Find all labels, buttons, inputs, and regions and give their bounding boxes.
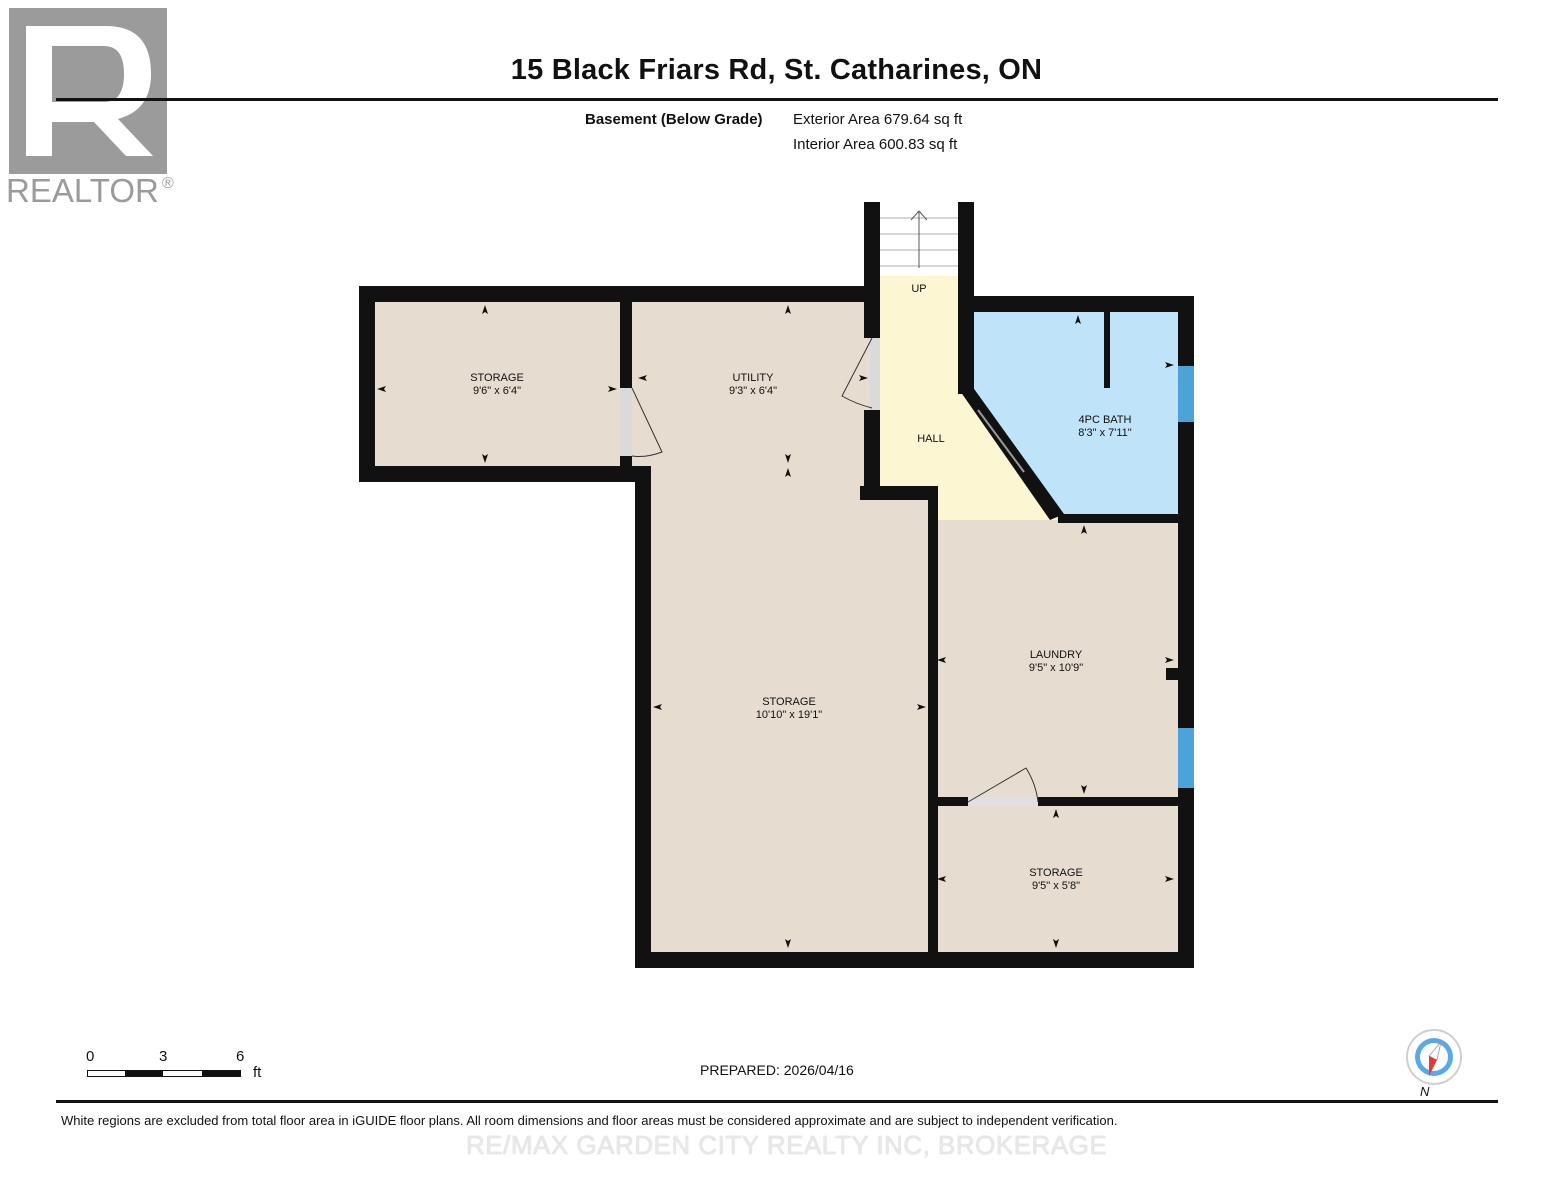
scale-tick-0: 0 <box>86 1048 95 1065</box>
room-storage-se: STORAGE 9'5" x 5'8" <box>996 867 1116 893</box>
walls <box>359 202 1194 968</box>
prepared-date: PREPARED: 2026/04/16 <box>700 1062 854 1078</box>
room-name: UTILITY <box>732 372 774 384</box>
interior-area: Interior Area 600.83 sq ft <box>793 136 958 153</box>
room-name: STORAGE <box>762 696 816 708</box>
room-laundry: LAUNDRY 9'5" x 10'9" <box>996 649 1116 675</box>
storage-main-fill <box>643 466 931 960</box>
room-name: HALL <box>917 433 945 445</box>
header-rule <box>56 98 1498 101</box>
room-dimensions: 9'5" x 5'8" <box>1031 880 1081 892</box>
floor-name: Basement (Below Grade) <box>585 111 763 128</box>
room-dimensions: 9'6" x 6'4" <box>472 385 522 397</box>
compass-needle-arrow <box>1429 1056 1437 1076</box>
room-name: STORAGE <box>1029 867 1083 879</box>
scale-bar: 0 3 6 ft <box>80 1046 280 1086</box>
storage-nw-fill <box>368 294 620 472</box>
room-utility: UTILITY 9'3" x 6'4" <box>693 372 813 398</box>
property-address: 15 Black Friars Rd, St. Catharines, ON <box>510 54 1043 86</box>
room-dimensions: 9'3" x 6'4" <box>728 385 778 397</box>
room-dimensions: 9'5" x 10'9" <box>1028 662 1084 674</box>
scale-tick-3: 3 <box>159 1048 168 1065</box>
utility-fill <box>628 294 873 466</box>
stairs-up-label: UP <box>911 283 927 295</box>
compass: N <box>1403 1028 1467 1102</box>
window-laundry <box>1178 728 1194 788</box>
scale-tick-6: 6 <box>236 1048 245 1065</box>
storage-se-fill <box>934 802 1185 960</box>
scale-unit: ft <box>253 1064 262 1081</box>
disclaimer-text: White regions are excluded from total fl… <box>61 1113 1118 1128</box>
laundry-fill <box>934 520 1185 802</box>
room-dimensions: 8'3" x 7'11" <box>1078 427 1132 439</box>
realtor-wordmark: REALTOR <box>6 172 159 209</box>
dimension-arrows <box>377 305 1174 948</box>
exterior-area: Exterior Area 679.64 sq ft <box>793 111 963 128</box>
room-storage-main: STORAGE 10'10" x 19'1" <box>729 696 849 722</box>
scale-bar-segment <box>125 1070 163 1077</box>
room-storage-nw: STORAGE 9'6" x 6'4" <box>437 372 557 398</box>
scale-bar-segment <box>202 1070 241 1077</box>
room-name: 4PC BATH <box>1078 414 1132 426</box>
compass-north-label: N <box>1420 1084 1430 1099</box>
footer-rule <box>56 1100 1498 1103</box>
brokerage-watermark: RE/MAX GARDEN CITY REALTY INC, BROKERAGE <box>466 1130 1108 1160</box>
room-name: LAUNDRY <box>1029 649 1083 661</box>
window-bath <box>1178 366 1194 422</box>
room-hall: HALL <box>891 433 971 446</box>
doors <box>620 337 1039 806</box>
stair-arrow-head <box>910 210 928 221</box>
room-name: STORAGE <box>470 372 524 384</box>
room-4pc-bath: 4PC BATH 8'3" x 7'11" <box>1045 414 1165 440</box>
realtor-logo: REALTOR ® <box>6 6 182 212</box>
registered-mark: ® <box>162 175 174 192</box>
room-dimensions: 10'10" x 19'1" <box>755 709 823 721</box>
